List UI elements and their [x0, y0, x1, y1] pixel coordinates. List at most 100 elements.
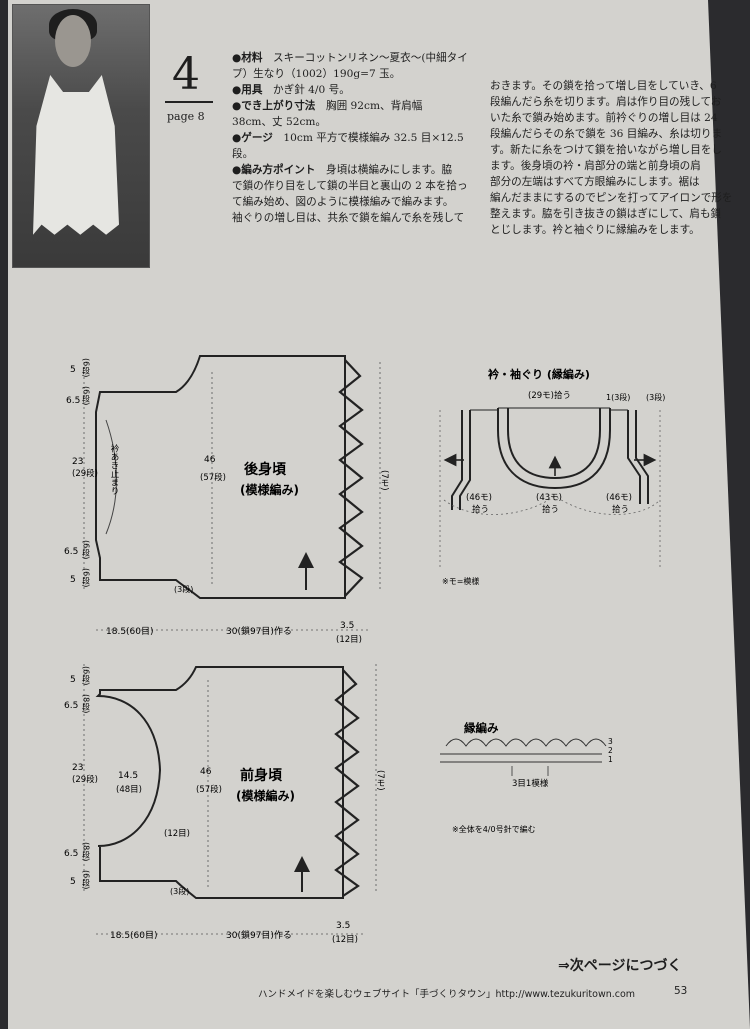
back-dim-3: 23: [72, 457, 83, 467]
front-dim-1: 5: [70, 675, 76, 685]
front-small-rows: (3段): [170, 886, 189, 896]
front-dim-1r: (6段): [82, 666, 91, 685]
front-dim-bottom-left: 18.5(60目): [110, 930, 158, 941]
back-dim-bottom-mid: 30(鎖97目)作る: [226, 625, 292, 637]
instruction-heading: ●でき上がり寸法: [232, 100, 316, 112]
instruction-line: いた糸で鎖み始めます。前衿ぐりの増し目は 24: [490, 112, 718, 124]
neck-left-pick-1: (46モ): [466, 493, 492, 503]
neck-top-label: (29モ)拾う: [528, 390, 571, 401]
front-dim-3: 23: [72, 763, 83, 773]
page-reference: page 8: [167, 110, 205, 123]
instruction-line: 段編んだらその糸で鎖を 36 目編み、糸は切りま: [490, 128, 723, 140]
neck-right-rows-b: (3段): [646, 392, 665, 402]
instruction-line: 段編んだら糸を切ります。肩は作り目の残してお: [490, 96, 722, 108]
instructions-column-1: ●材料 スキーコットンリネン〜夏衣〜(中細タイプ）生なり（1002）190g=7…: [232, 50, 468, 226]
instructions-column-2: おきます。その鎖を拾って増し目をしていき、6 段編んだら糸を切ります。肩は作り目の…: [490, 78, 733, 238]
front-subtitle: (模様編み): [236, 788, 295, 803]
front-hem-zigzag: [334, 669, 360, 897]
edging-row-1: 1: [608, 755, 613, 764]
edging-title: 縁編み: [464, 721, 499, 735]
instruction-line: 部分の左端はすべて方眼編みにします。裾は: [490, 176, 700, 188]
neck-armhole-diagram: [439, 407, 661, 568]
back-dim-3r: (29段): [72, 468, 98, 479]
back-length-top: 46: [204, 455, 216, 465]
neck-right-pick-1: (46モ): [606, 493, 632, 503]
edging-note: ※全体を4/0号針で編む: [452, 824, 536, 834]
instruction-heading: ●編み方ポイント: [232, 164, 316, 176]
instruction-text: 胸囲 92cm、背肩幅: [315, 100, 423, 112]
back-dim-right-bottom: (12目): [336, 635, 362, 645]
instruction-line: おきます。その鎖を拾って増し目をしていき、6: [490, 80, 717, 92]
back-subtitle: (模様編み): [240, 482, 299, 497]
neck-right-pick-2: 拾う: [612, 504, 629, 515]
front-neck-bottom: (48目): [116, 785, 142, 795]
instruction-line: す。新たに糸をつけて鎖を拾いながら増し目をし: [490, 144, 723, 156]
instruction-line: て編み始め、図のように模様編みで編みます。: [232, 194, 468, 210]
back-hem-label: (7モ): [379, 470, 389, 491]
front-dim-4: 6.5: [64, 849, 78, 859]
instruction-heading: ●用具: [232, 84, 263, 96]
footer-website: ハンドメイドを楽しむウェブサイト「手づくりタウン」http://www.tezu…: [258, 989, 636, 1000]
front-dim-5: 5: [70, 877, 76, 887]
instruction-line: ●ゲージ 10cm 平方で模様編み 32.5 目×12.5: [232, 130, 468, 146]
neck-center-pick-1: (43モ): [536, 493, 562, 503]
instruction-line: 段。: [232, 146, 468, 162]
back-dim-2: 6.5: [66, 396, 80, 406]
edging-row-2: 2: [608, 746, 613, 755]
instruction-line: ます。後身頃の衿・肩部分の端と前身頃の肩: [490, 160, 701, 172]
neck-center-pick-2: 拾う: [542, 504, 559, 515]
pattern-number-rule: [165, 101, 213, 103]
continue-next-page: ⇒次ページにつづく: [558, 958, 682, 974]
front-dim-right-top: 3.5: [336, 921, 350, 931]
instruction-line: 整えます。脇を引き抜きの鎖はぎにして、肩も鎖: [490, 208, 722, 220]
back-dim-4r: (6段): [82, 540, 91, 559]
edging-stitch-chart: [440, 738, 607, 776]
front-dim-right-bottom: (12目): [332, 935, 358, 945]
instruction-text: 段。: [232, 148, 254, 160]
instruction-line: で鎖の作り目をして鎖の半目と裏山の 2 本を拾っ: [232, 178, 468, 194]
knit-top-illustration: [33, 75, 119, 235]
back-dim-right-top: 3.5: [340, 621, 354, 631]
back-hem-zigzag: [338, 359, 364, 597]
instruction-line: 38cm、丈 52cm。: [232, 114, 468, 130]
page-number: 53: [674, 985, 688, 997]
back-title: 後身頃: [244, 461, 287, 478]
front-dim-2r: (8段): [82, 694, 91, 713]
back-dim-1r: (6段): [82, 358, 91, 377]
back-dim-1: 5: [70, 365, 76, 375]
right-armhole-band: [627, 410, 649, 504]
back-small-rows: (3段): [174, 584, 193, 594]
instruction-line: プ）生なり（1002）190g=7 玉。: [232, 66, 468, 82]
front-dim-2: 6.5: [64, 701, 78, 711]
pattern-number: 4: [172, 49, 200, 100]
instruction-line: ●用具 かぎ針 4/0 号。: [232, 82, 468, 98]
instruction-text: プ）生なり（1002）190g=7 玉。: [232, 68, 401, 80]
back-body-outline: [95, 355, 346, 599]
front-neck-small: (12目): [164, 829, 190, 839]
neck-right-rows-a: 1(3段): [606, 392, 630, 402]
back-dim-4: 6.5: [64, 547, 78, 557]
front-dim-3r: (29段): [72, 774, 98, 785]
back-length-bottom: (57段): [200, 472, 226, 483]
instruction-text: で鎖の作り目をして鎖の半目と裏山の 2 本を拾っ: [232, 180, 468, 192]
instruction-line: ●編み方ポイント 身頃は横編みにします。脇: [232, 162, 468, 178]
instruction-text: 身頃は横編みにします。脇: [315, 164, 453, 176]
neckline-curve-outer: [497, 408, 611, 490]
front-length-top: 46: [200, 767, 212, 777]
back-dim-2r: (6段): [82, 386, 91, 405]
instruction-line: ●でき上がり寸法 胸囲 92cm、背肩幅: [232, 98, 468, 114]
instruction-text: スキーコットンリネン〜夏衣〜(中細タイ: [262, 52, 468, 64]
instruction-line: とじします。衿と袖ぐりに縁編みをします。: [490, 224, 700, 236]
front-title: 前身頃: [240, 767, 283, 784]
instruction-text: て編み始め、図のように模様編みで編みます。: [232, 196, 454, 208]
front-dim-bottom-mid: 30(鎖97目)作る: [226, 929, 292, 941]
model-head: [55, 15, 91, 67]
instruction-heading: ●材料: [232, 52, 263, 64]
back-dim-bottom-left: 18.5(60目): [106, 626, 154, 637]
neck-note: ※モ=模様: [442, 576, 479, 586]
instruction-text: 38cm、丈 52cm。: [232, 116, 327, 128]
instruction-line: ●材料 スキーコットンリネン〜夏衣〜(中細タイ: [232, 50, 468, 66]
neck-armhole-title: 衿・袖ぐり (縁編み): [488, 367, 590, 381]
instruction-heading: ●ゲージ: [232, 132, 273, 144]
